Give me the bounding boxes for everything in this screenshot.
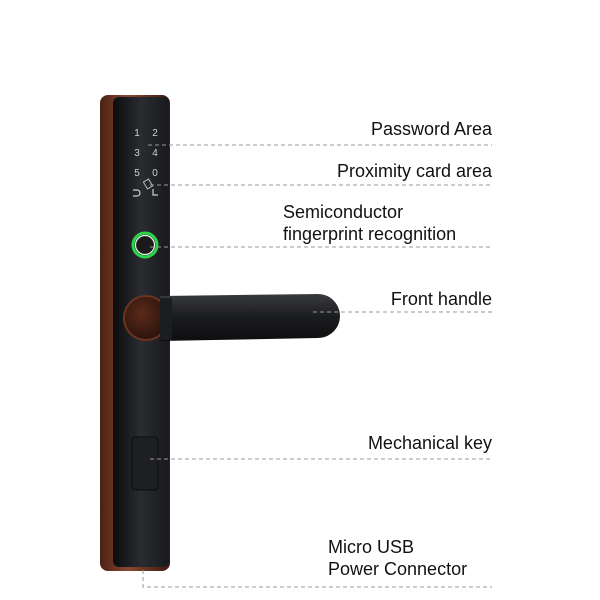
label-mechanical-key: Mechanical key [367,433,492,453]
key-0[interactable]: 0 [152,168,158,179]
key-5[interactable]: 5 [134,168,140,179]
card-icon [142,178,154,190]
label-proximity-card-area: Proximity card area [336,161,492,181]
label-password-area: Password Area [370,119,492,139]
label-usb-line2: Power Connector [328,559,468,579]
mechanical-key-cover[interactable] [131,436,159,491]
enter-icon[interactable] [152,189,158,196]
keypad: 1 2 3 4 5 0 [134,128,158,179]
key-3[interactable]: 3 [134,148,140,159]
leader-lines [142,144,492,588]
fingerprint-ring-inner [134,234,156,256]
key-4[interactable]: 4 [152,148,158,159]
label-usb-line1: Micro USB [328,537,415,557]
fingerprint-sensor[interactable] [131,231,159,259]
label-front-handle: Front handle [390,289,492,309]
handle-neck [160,298,172,340]
key-1[interactable]: 1 [134,128,140,139]
key-2[interactable]: 2 [152,128,158,139]
label-fingerprint-line2: fingerprint recognition [283,224,457,244]
handle-lever[interactable] [160,294,340,341]
label-fingerprint-line1: Semiconductor [283,202,404,222]
back-icon[interactable] [133,189,141,197]
